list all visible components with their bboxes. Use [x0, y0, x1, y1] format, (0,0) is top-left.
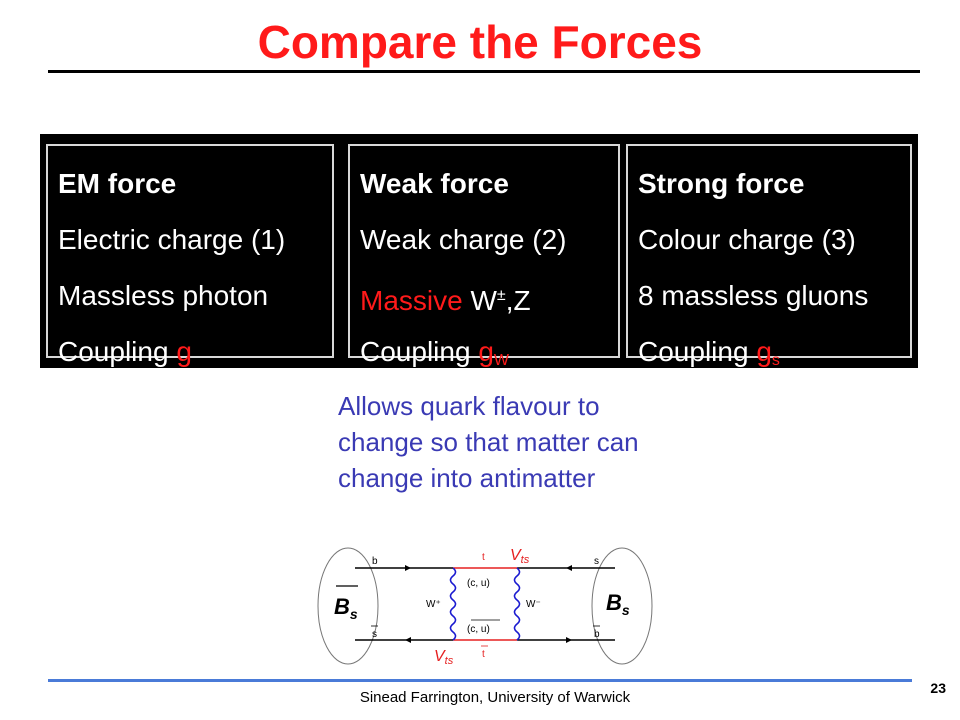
strong-force-heading: Strong force — [638, 168, 805, 199]
page-number: 23 — [930, 680, 946, 696]
left-meson-label: Bs — [334, 594, 358, 622]
w-plus-propagator — [449, 567, 457, 641]
strong-force-box: Strong force Colour charge (3) 8 massles… — [626, 144, 912, 369]
weak-carrier-z: ,Z — [505, 285, 531, 316]
arrow-bottom-left — [405, 637, 411, 643]
w-plus-label: W⁺ — [426, 599, 441, 610]
weak-coupling-symbol: gW — [478, 336, 509, 369]
vts-top-label: Vts — [510, 547, 530, 566]
explanation-note: Allows quark flavour to change so that m… — [338, 391, 639, 493]
weak-carrier-highlight: Massive — [360, 285, 463, 316]
weak-force-box: Weak force Weak charge (2) Massive W±,Z … — [348, 144, 620, 369]
left-meson-ellipse — [317, 547, 379, 665]
weak-coupling-label: Coupling — [360, 336, 471, 367]
strong-coupling-sub: s — [771, 352, 780, 369]
top-quark-label: t — [482, 552, 485, 563]
weak-force-charge: Weak charge (2) — [360, 224, 567, 255]
weak-force-coupling: Coupling gW — [360, 324, 618, 380]
strong-coupling-g: g — [756, 336, 772, 367]
em-force-coupling: Coupling g — [58, 324, 332, 380]
inner-top-label: (c, u) — [467, 578, 490, 589]
em-force-carrier: Massless photon — [58, 280, 269, 311]
em-force-heading: EM force — [58, 168, 177, 199]
strong-force-charge: Colour charge (3) — [638, 224, 856, 255]
em-force-box: EM force Electric charge (1) Massless ph… — [46, 144, 334, 367]
bottom-quark-label: t — [482, 649, 485, 660]
quark-bottom-left: s — [372, 629, 377, 640]
forces-panel: EM force Electric charge (1) Massless ph… — [40, 134, 918, 369]
arrow-top-left — [405, 565, 411, 571]
em-coupling-label: Coupling — [58, 336, 169, 367]
weak-coupling-g: g — [478, 336, 494, 367]
title-divider — [48, 70, 920, 73]
vts-bottom-label: Vts — [434, 648, 454, 667]
footer-divider — [48, 679, 912, 682]
quark-bottom-right: b — [594, 629, 600, 640]
strong-coupling-symbol: gs — [756, 336, 780, 369]
quark-top-right: s — [594, 556, 599, 567]
box-diagram: Bs Bs b s s b t t Vts Vts (c, u) (c, u) … — [317, 547, 653, 667]
weak-coupling-sub: W — [493, 352, 509, 369]
quark-top-left: b — [372, 556, 378, 567]
strong-coupling-label: Coupling — [638, 336, 749, 367]
weak-carrier-sup: ± — [496, 287, 506, 304]
em-force-charge: Electric charge (1) — [58, 224, 286, 255]
weak-force-carrier: Massive W±,Z — [360, 268, 618, 324]
inner-bottom-label: (c, u) — [467, 624, 490, 635]
page-title: Compare the Forces — [257, 16, 703, 68]
w-minus-propagator — [513, 567, 521, 641]
strong-force-coupling: Coupling gs — [638, 324, 910, 380]
arrow-bottom-right — [566, 637, 572, 643]
right-meson-ellipse — [591, 547, 653, 665]
arrow-top-right — [566, 565, 572, 571]
right-meson-label: Bs — [606, 590, 630, 618]
footer-credit: Sinead Farrington, University of Warwick — [359, 689, 631, 706]
em-coupling-symbol: g — [176, 336, 192, 367]
strong-force-carrier: 8 massless gluons — [638, 280, 869, 311]
weak-carrier-w: W — [470, 285, 497, 316]
weak-force-heading: Weak force — [360, 168, 509, 199]
w-minus-label: W⁻ — [526, 599, 541, 610]
